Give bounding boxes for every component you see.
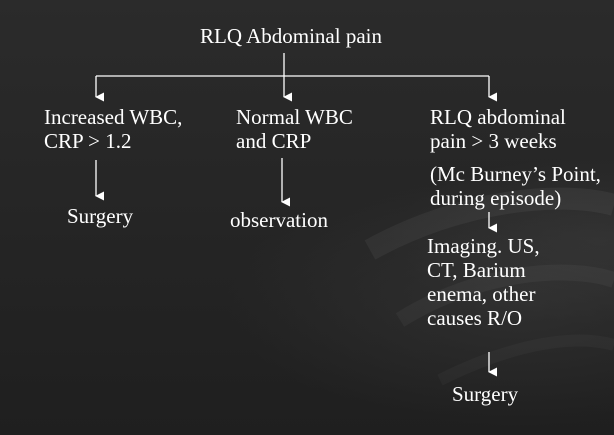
- branch-2-condition-line-1: Normal WBC: [236, 105, 353, 129]
- branch-3-step-line-2: CT, Barium: [427, 258, 526, 282]
- branch-1-condition-line-1: Increased WBC,: [44, 105, 183, 129]
- branch-3-step-line-1: Imaging. US,: [427, 234, 540, 258]
- branch-2-condition-line-2: and CRP: [236, 129, 312, 153]
- branch-3-step-line-4: causes R/O: [427, 306, 523, 330]
- chart-title: RLQ Abdominal pain: [200, 24, 382, 48]
- branch-3-note-line-1: (Mc Burney’s Point,: [430, 162, 601, 186]
- branch-1-condition-line-2: CRP > 1.2: [44, 129, 132, 153]
- branch-3-note-line-2: during episode): [430, 186, 562, 210]
- branch-3-step-line-3: enema, other: [427, 282, 536, 306]
- branch-3-condition-line-2: pain > 3 weeks: [430, 129, 557, 153]
- branch-2-outcome: observation: [230, 208, 328, 232]
- branch-3-condition-line-1: RLQ abdominal: [430, 105, 566, 129]
- branch-3-outcome: Surgery: [452, 382, 519, 406]
- branch-1-outcome: Surgery: [67, 204, 134, 228]
